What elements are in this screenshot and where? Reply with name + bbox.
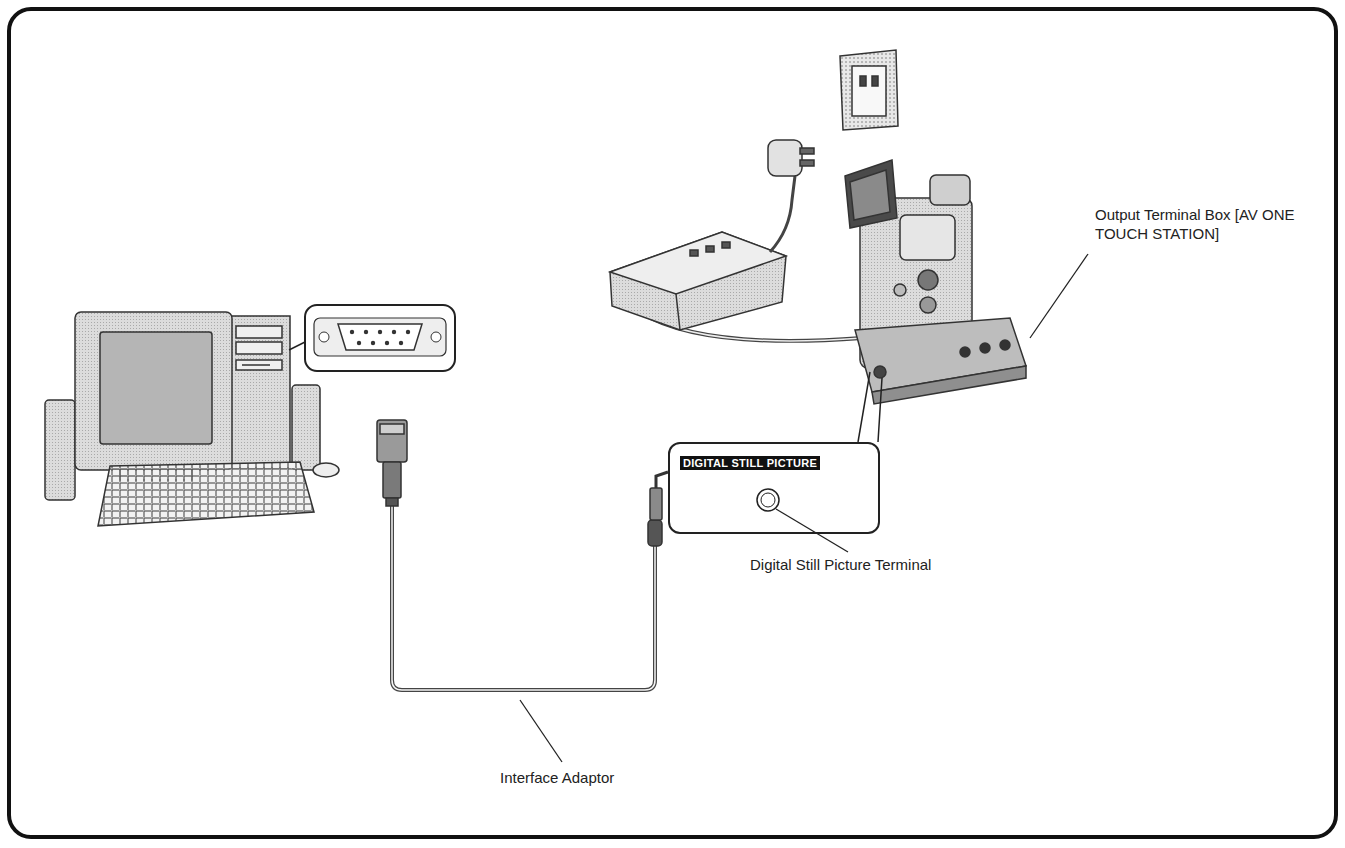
interface-adaptor-cable [377, 420, 668, 690]
terminal-inset: DIGITAL STILL PICTURE [668, 442, 880, 534]
video-camera [858, 372, 870, 442]
serial-port-inset [357, 341, 361, 345]
leader-lines [776, 509, 848, 552]
serial-port-inset [289, 305, 455, 371]
part-label: Output Terminal Box [AV ONE TOUCH STATIO… [1095, 205, 1300, 243]
leader-lines [520, 700, 562, 762]
interface-adaptor-cable [383, 462, 401, 498]
computer [292, 385, 320, 470]
computer [313, 463, 339, 477]
computer [228, 316, 290, 468]
computer [100, 332, 212, 444]
interface-adaptor-cable [386, 498, 398, 506]
serial-port-inset [431, 332, 441, 342]
interface-adaptor-cable [392, 505, 655, 690]
computer [75, 312, 232, 470]
ac-adaptor [722, 242, 730, 248]
serial-port-inset [319, 332, 329, 342]
video-camera [845, 160, 1026, 442]
ac-adaptor [610, 50, 898, 341]
video-camera [900, 215, 955, 260]
video-camera [930, 175, 970, 205]
ac-adaptor [768, 140, 802, 176]
part-label: Digital Still Picture Terminal [750, 555, 1070, 574]
serial-port-inset [385, 341, 389, 345]
ac-adaptor [800, 160, 814, 166]
frame [9, 9, 1336, 837]
serial-port-inset [350, 330, 354, 334]
interface-adaptor-cable [392, 505, 655, 690]
terminal-jack [757, 489, 779, 511]
serial-port-inset [406, 330, 410, 334]
serial-port-inset [314, 318, 446, 356]
video-camera [878, 378, 882, 442]
video-camera [845, 160, 897, 228]
ac-adaptor [800, 148, 814, 154]
computer [236, 326, 282, 338]
serial-port-inset [338, 324, 422, 350]
interface-adaptor-cable [650, 488, 662, 520]
video-camera [920, 297, 936, 313]
serial-port-inset [371, 341, 375, 345]
ac-adaptor [872, 76, 878, 86]
video-camera [874, 366, 886, 378]
serial-port-inset [392, 330, 396, 334]
terminal-jack [761, 493, 775, 507]
ac-adaptor [706, 246, 714, 252]
serial-port-inset [399, 341, 403, 345]
interface-adaptor-cable [656, 472, 668, 488]
video-camera [1000, 340, 1010, 350]
video-camera [872, 366, 1026, 404]
video-camera [894, 284, 906, 296]
ac-adaptor [676, 294, 680, 330]
panel-label: DIGITAL STILL PICTURE [680, 456, 820, 470]
terminal-jack [757, 489, 779, 511]
video-camera [980, 343, 990, 353]
leader-lines [1030, 254, 1088, 338]
ac-adaptor [770, 176, 795, 252]
part-label: Interface Adaptor [500, 768, 700, 787]
ac-adaptor [860, 76, 866, 86]
computer [236, 342, 282, 354]
ac-adaptor [852, 66, 886, 116]
ac-adaptor [840, 50, 898, 130]
interface-adaptor-cable [648, 520, 662, 546]
ac-adaptor [610, 232, 786, 294]
serial-port-inset [378, 330, 382, 334]
ac-adaptor [690, 250, 698, 256]
interface-adaptor-cable [380, 424, 404, 434]
ac-adaptor [610, 232, 786, 330]
serial-port-inset [364, 330, 368, 334]
computer [236, 360, 282, 370]
computer [242, 364, 270, 366]
serial-port-inset [289, 342, 305, 350]
leader-lines [520, 254, 1088, 762]
serial-port-inset [305, 305, 455, 371]
video-camera [918, 270, 938, 290]
interface-adaptor-cable [377, 420, 407, 462]
computer [45, 400, 75, 500]
computer [45, 312, 339, 526]
computer [98, 462, 314, 526]
video-camera [850, 170, 890, 220]
video-camera [960, 347, 970, 357]
